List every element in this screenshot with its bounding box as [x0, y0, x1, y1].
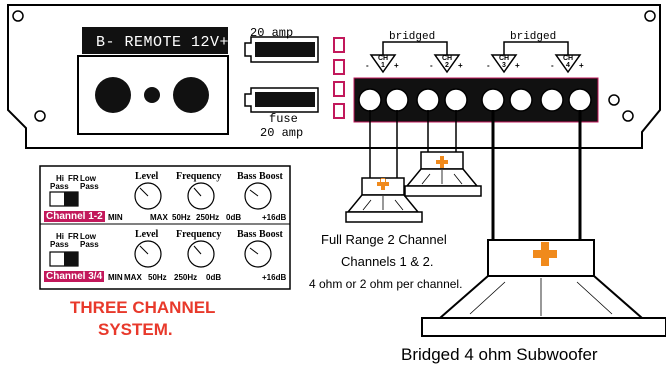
fuse-bottom-rating: 20 amp [260, 126, 304, 140]
db16-label-row2: +16dB [262, 273, 287, 282]
system-title-line2: SYSTEM. [98, 320, 173, 339]
crossover-switch-knob-ch34 [64, 252, 78, 266]
pass-left-row2: Pass [50, 240, 69, 249]
fuse-bottom [255, 92, 315, 107]
level-heading-row1: Level [135, 171, 159, 182]
ch2-number: 2 [445, 62, 449, 69]
channel-badge-row2: Channel 3/4 [44, 271, 105, 282]
ch4-minus: - [551, 61, 554, 70]
crossover-switch-knob-ch12 [64, 192, 78, 206]
ch4-plus: + [579, 61, 584, 70]
remote-label: B- REMOTE 12V+ [96, 34, 230, 51]
terminal-power [173, 77, 209, 113]
full-range-caption-line1: Full Range 2 Channel [321, 232, 447, 247]
ch3-triangle [490, 54, 518, 74]
frequency-heading-row2: Frequency [176, 229, 222, 240]
fuse-top-rating: 20 amp [250, 26, 294, 40]
hi-label-row2: Hi [56, 232, 64, 241]
ch3-number: 3 [502, 62, 506, 69]
plus-marker-speaker-1 [377, 178, 389, 190]
terminal-block-outline [353, 77, 599, 123]
terminal-ch2-plus [444, 88, 468, 112]
terminal-ch4-minus [540, 88, 564, 112]
full-range-caption-line3: 4 ohm or 2 ohm per channel. [309, 277, 463, 291]
full-range-caption-line2: Channels 1 & 2. [341, 254, 434, 269]
ch3-plus: + [515, 61, 520, 70]
terminal-ch2-minus [416, 88, 440, 112]
hz250-label-row2: 250Hz [174, 273, 198, 282]
hz250-label-row1: 250Hz [196, 213, 220, 222]
bridged-label-left: bridged [389, 31, 436, 43]
hz50-label-row1: 50Hz [172, 213, 191, 222]
led-indicator [333, 59, 345, 75]
terminal-ch1-plus [385, 88, 409, 112]
ch2-minus: - [430, 61, 433, 70]
terminal-remote [144, 87, 160, 103]
ch3-minus: - [487, 61, 490, 70]
led-indicator [333, 37, 345, 53]
min-label-row1: MIN [108, 213, 123, 222]
pass-left-row1: Pass [50, 182, 69, 191]
mount-hole-bottom-right [622, 110, 634, 122]
system-title-line1: THREE CHANNEL [70, 298, 216, 317]
terminal-ch4-plus [568, 88, 592, 112]
bridged-subwoofer [421, 239, 666, 337]
bridged-bracket-right [503, 41, 569, 56]
mount-hole-bottom-left [34, 110, 46, 122]
led-indicator [333, 81, 345, 97]
terminal-ground [95, 77, 131, 113]
channel-badge-row1: Channel 1-2 [44, 211, 105, 222]
fr-label-row2: FR [68, 232, 79, 241]
ch4-number: 4 [566, 62, 570, 69]
mount-hole-top-left [12, 10, 24, 22]
led-indicator [333, 103, 345, 119]
subwoofer-caption: Bridged 4 ohm Subwoofer [401, 345, 598, 364]
bass-boost-heading-row2: Bass Boost [237, 229, 283, 240]
bridged-bracket-left [382, 41, 448, 56]
bass-boost-heading-row1: Bass Boost [237, 171, 283, 182]
plus-marker-subwoofer [533, 242, 557, 266]
ch2-triangle [433, 54, 461, 74]
frequency-heading-row1: Frequency [176, 171, 222, 182]
db0-label-row1: 0dB [226, 213, 242, 222]
ch1-number: 1 [381, 62, 385, 69]
ch1-triangle [369, 54, 397, 74]
pass-right-row2: Pass [80, 240, 99, 249]
max-label-row2: MAX [124, 273, 142, 282]
ch4-label: CH [563, 55, 574, 62]
min-label-row2: MIN [108, 273, 123, 282]
fuse-top [255, 42, 315, 57]
terminal-ch3-plus [509, 88, 533, 112]
bridged-label-right: bridged [510, 31, 557, 43]
hz50-label-row2: 50Hz [148, 273, 167, 282]
pass-right-row1: Pass [80, 182, 99, 191]
level-heading-row2: Level [135, 229, 159, 240]
ch2-label: CH [442, 55, 453, 62]
plus-marker-speaker-2 [436, 156, 448, 168]
ch3-label: CH [499, 55, 510, 62]
low-label-row2: Low [80, 232, 96, 241]
ch1-plus: + [394, 61, 399, 70]
db0-label-row2: 0dB [206, 273, 222, 282]
mount-hole-top-right [644, 10, 656, 22]
fr-label-row1: FR [68, 174, 79, 183]
fuse-label: fuse [269, 112, 298, 126]
terminal-ch1-minus [358, 88, 382, 112]
hi-label-row1: Hi [56, 174, 64, 183]
remote-label-plate [82, 27, 228, 54]
ch2-plus: + [458, 61, 463, 70]
ch1-minus: - [366, 61, 369, 70]
ch4-triangle [554, 54, 582, 74]
mount-hole-right [608, 94, 620, 106]
ch1-label: CH [378, 55, 389, 62]
terminal-ch3-minus [481, 88, 505, 112]
max-label-row1: MAX [150, 213, 168, 222]
low-label-row1: Low [80, 174, 96, 183]
db16-label-row1: +16dB [262, 213, 287, 222]
